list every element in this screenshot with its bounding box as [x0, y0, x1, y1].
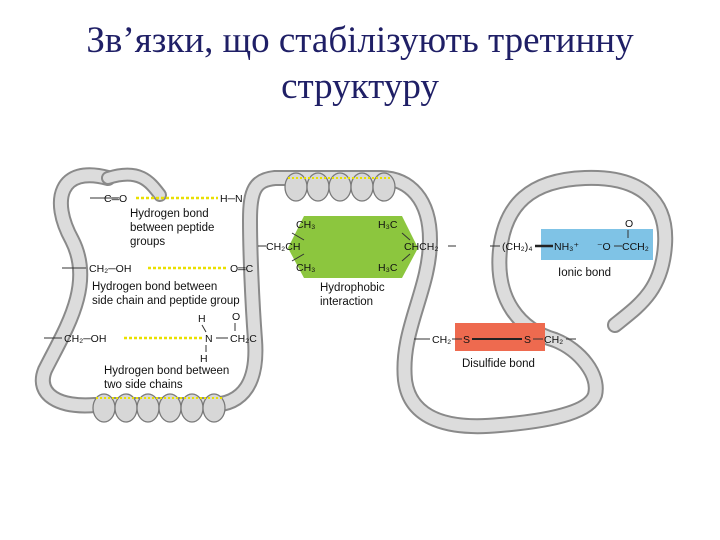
hydrophobic-region [288, 216, 418, 278]
carboxylate-o-top: O [625, 218, 633, 230]
title-line-1: Зв’язки, що стабілізують третинну [86, 20, 634, 61]
hbond-peptide-groups: C═O H─N Hydrogen bond between peptide gr… [90, 193, 243, 248]
hbond-side-chain-peptide: CH₂─OH O═C Hydrogen bond between side ch… [62, 263, 254, 307]
hbond-peptide-caption-1: Hydrogen bond [130, 208, 209, 220]
sulfur-right: S [524, 334, 531, 346]
hydrophobic-caption-1: Hydrophobic [320, 282, 385, 294]
disulfide-left-ch2: CH₂ [432, 334, 451, 346]
sulfur-left: S [463, 334, 470, 346]
peptide-carbonyl: O═C [230, 263, 254, 275]
hydrophobic-interaction: CH₂CH CH₃ CH₃ H₃C CHCH₂ H₃C Hydrophobic … [258, 216, 456, 308]
amide-group: H─N [220, 193, 243, 205]
ionic-caption: Ionic bond [558, 267, 611, 279]
disulfide-region [455, 323, 545, 351]
hbond-peptide-caption-2: between peptide [130, 222, 214, 234]
hbond-side-side-caption-2: two side chains [104, 379, 183, 391]
carboxylate-o-minus: ⁻O [597, 241, 611, 253]
ionic-bond: (CH₂)₄ NH₃⁺ ⁻O CCH₂ O Ionic bond [490, 218, 653, 279]
helix-bottom [92, 393, 226, 423]
amine-top-h: H [198, 313, 206, 325]
hbond-two-side-chains: CH₂─OH H N CH₂C O H Hydrogen bond betwee… [44, 311, 257, 391]
hydrophobic-right-bottom: H₃C [378, 262, 398, 274]
hydrophobic-right-mid: CHCH₂ [404, 241, 438, 253]
helix-top [284, 172, 396, 202]
hydrophobic-right-top: H₃C [378, 219, 398, 231]
lysine-chain: (CH₂)₄ [502, 241, 533, 253]
hydrophobic-left-bottom: CH₃ [296, 262, 315, 274]
hydrophobic-left-top: CH₃ [296, 219, 315, 231]
polypeptide-ribbon [35, 167, 674, 435]
ammonium-group: NH₃⁺ [554, 241, 579, 253]
disulfide-bond: CH₂ S S CH₂ Disulfide bond [414, 323, 576, 370]
disulfide-right-ch2: CH₂ [544, 334, 563, 346]
hydrophobic-left-mid: CH₂CH [266, 241, 300, 253]
carboxylate-group: CCH₂ [622, 241, 649, 253]
title-line-2: структуру [281, 66, 439, 107]
hbond-side-peptide-caption-2: side chain and peptide group [92, 295, 240, 307]
hydroxyl-group: CH₂─OH [89, 263, 131, 275]
slide-title: Зв’язки, що стабілізують третинну структ… [0, 18, 720, 110]
amide-side-chain: CH₂C [230, 333, 257, 345]
hbond-peptide-caption-3: groups [130, 236, 165, 248]
disulfide-caption: Disulfide bond [462, 358, 535, 370]
side-chain-hydroxyl: CH₂─OH [64, 333, 106, 345]
ionic-region [541, 229, 653, 260]
hbond-side-side-caption-1: Hydrogen bond between [104, 365, 229, 377]
carbonyl-group: C═O [104, 193, 127, 205]
hbond-side-peptide-caption-1: Hydrogen bond between [92, 281, 217, 293]
amide-oxygen: O [232, 311, 240, 323]
amine-bottom-h: H [200, 353, 208, 365]
amine-n: N [205, 333, 213, 345]
hydrophobic-caption-2: interaction [320, 296, 373, 308]
